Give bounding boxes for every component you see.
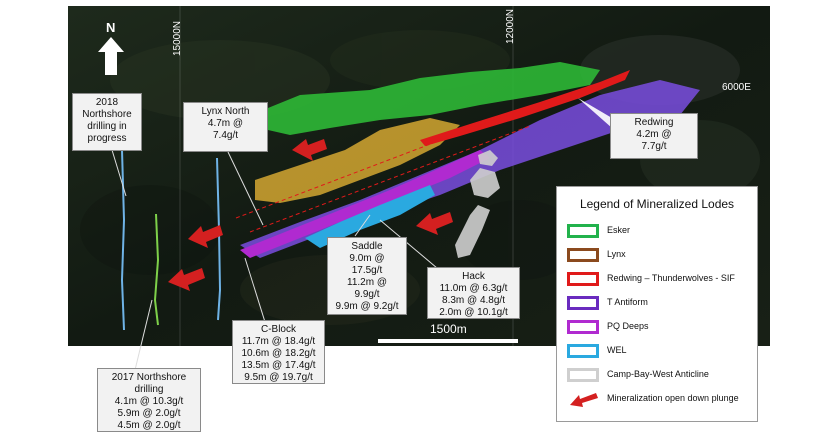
- plunge-arrow-1: [292, 139, 327, 161]
- projection-line-1: [235, 109, 521, 219]
- plunge-arrow-3: [168, 268, 205, 291]
- legend-item-plunge-arrow: Mineralization open down plunge: [567, 391, 757, 409]
- legend-item-lynx: Lynx: [567, 247, 757, 265]
- legend-label-esker: Esker: [607, 225, 631, 235]
- callout-redwing: Redwing 4.2m @ 7.7g/t: [610, 113, 698, 159]
- leader-lynx: [227, 151, 264, 226]
- gridline-label-6000e: 6000E: [722, 82, 751, 93]
- gridline-label-15000n: 15000N: [172, 20, 183, 56]
- scale-bar: [378, 339, 518, 343]
- legend-swatch-esker: [567, 224, 599, 238]
- leader-redwing: [578, 98, 612, 128]
- north-arrow-icon: [98, 37, 124, 75]
- drill-trace-2017: [153, 213, 160, 326]
- drill-trace-lynx: [216, 157, 222, 321]
- callout-2018-northshore: 2018 Northshore drilling in progress: [72, 93, 142, 151]
- leader-2018: [111, 149, 127, 197]
- wel-lode: [305, 185, 435, 248]
- pq-deeps-lode: [240, 150, 490, 258]
- callout-saddle: Saddle 9.0m @ 17.5g/t 11.2m @ 9.9g/t 9.9…: [327, 237, 407, 315]
- legend-title: Legend of Mineralized Lodes: [579, 197, 735, 211]
- legend-label-wel: WEL: [607, 345, 627, 355]
- legend-swatch-camp-bay: [567, 368, 599, 382]
- legend-swatch-wel: [567, 344, 599, 358]
- callout-hack: Hack 11.0m @ 6.3g/t 8.3m @ 4.8g/t 2.0m @…: [427, 267, 520, 319]
- leader-cblock: [244, 257, 266, 323]
- callout-2017-northshore: 2017 Northshore drilling 4.1m @ 10.3g/t …: [97, 368, 201, 432]
- legend-item-camp-bay: Camp-Bay-West Anticline: [567, 367, 757, 385]
- legend-label-plunge-arrow: Mineralization open down plunge: [607, 393, 739, 403]
- camp-bay-west-anticline-lode: [455, 150, 500, 258]
- legend-label-t-antiform: T Antiform: [607, 297, 648, 307]
- plunge-arrow-2: [188, 225, 223, 248]
- legend: Legend of Mineralized Lodes Esker Lynx R…: [556, 186, 758, 422]
- legend-item-wel: WEL: [567, 343, 757, 361]
- legend-item-esker: Esker: [567, 223, 757, 241]
- legend-label-pq-deeps: PQ Deeps: [607, 321, 649, 331]
- red-arrow-icon: [570, 393, 598, 407]
- callout-c-block: C-Block 11.7m @ 18.4g/t 10.6m @ 18.2g/t …: [232, 320, 325, 384]
- leader-2017: [134, 299, 153, 371]
- lynx-lode: [255, 118, 460, 203]
- redwing-lode: [420, 70, 630, 146]
- gridline-label-12000n: 12000N: [505, 8, 516, 44]
- legend-swatch-t-antiform: [567, 296, 599, 310]
- legend-swatch-pq-deeps: [567, 320, 599, 334]
- legend-item-redwing: Redwing – Thunderwolves - SIF: [567, 271, 757, 289]
- legend-item-t-antiform: T Antiform: [567, 295, 757, 313]
- legend-item-pq-deeps: PQ Deeps: [567, 319, 757, 337]
- leader-saddle: [354, 214, 371, 237]
- leader-hack: [379, 219, 438, 269]
- legend-swatch-redwing: [567, 272, 599, 286]
- callout-lynx-north: Lynx North 4.7m @ 7.4g/t: [183, 102, 268, 152]
- esker-lode: [268, 62, 600, 135]
- legend-label-redwing: Redwing – Thunderwolves - SIF: [607, 273, 735, 283]
- legend-swatch-lynx: [567, 248, 599, 262]
- projection-line-2: [249, 125, 531, 233]
- legend-label-lynx: Lynx: [607, 249, 626, 259]
- scale-bar-label: 1500m: [430, 322, 467, 336]
- legend-label-camp-bay: Camp-Bay-West Anticline: [607, 369, 709, 379]
- north-label: N: [106, 20, 116, 35]
- plunge-arrow-4: [416, 212, 453, 235]
